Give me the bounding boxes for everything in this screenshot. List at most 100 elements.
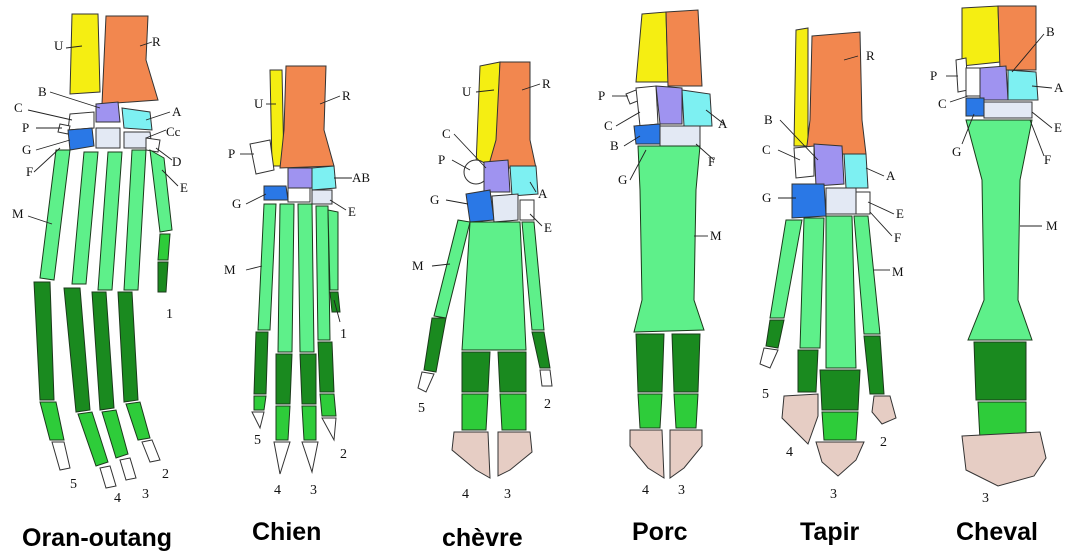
carpal-g <box>264 186 288 200</box>
radius-bone <box>998 6 1036 70</box>
digit-number: 3 <box>982 491 989 506</box>
phalanx-4-proximal <box>636 334 664 392</box>
label-cc: Cc <box>166 124 181 139</box>
phalanx-5-proximal <box>34 282 54 400</box>
metacarpal-2 <box>124 150 146 290</box>
panel-chevre: U R C P A G E M 5 4 3 2 chèvre <box>412 62 552 552</box>
label-r: R <box>866 48 875 63</box>
ulna-bone <box>636 12 668 82</box>
claw-5 <box>760 348 778 368</box>
label-a: A <box>1054 80 1064 95</box>
phalanx-4-middle <box>462 394 488 430</box>
phalanx-3-proximal <box>974 342 1026 400</box>
metacarpal-1 <box>328 210 338 290</box>
carpal-a <box>682 90 712 126</box>
carpal-e <box>826 188 856 214</box>
hoof-4 <box>782 394 818 444</box>
phalanx-5-middle <box>40 402 64 440</box>
phalanx-3-proximal <box>672 334 700 392</box>
label-g: G <box>430 192 439 207</box>
phalanx-2-middle <box>320 394 336 416</box>
phalanx-3-middle <box>102 410 128 458</box>
carpal-e <box>312 190 332 204</box>
digit-number: 5 <box>762 387 769 402</box>
carpal-p <box>250 140 274 174</box>
phalanx-4-middle <box>78 412 108 466</box>
digit-number: 5 <box>254 433 261 448</box>
phalanx-4-proximal <box>276 354 292 404</box>
panel-chien: U R P AB G E M 1 5 4 3 2 Chien <box>224 66 370 546</box>
panel-cheval: B P A C E G F M 3 Cheval <box>930 6 1064 546</box>
label-c: C <box>14 100 23 115</box>
digit-number: 5 <box>70 477 77 492</box>
claw-2 <box>322 418 336 440</box>
phalanx-1-proximal <box>158 234 170 260</box>
radius-bone <box>280 66 334 168</box>
label-e: E <box>1054 120 1062 135</box>
digit-number: 4 <box>786 445 793 460</box>
label-m: M <box>12 206 24 221</box>
carpal-c <box>484 160 510 192</box>
radius-bone <box>806 32 866 154</box>
carpal-e <box>96 128 120 148</box>
carpal-a <box>510 166 538 196</box>
label-ab: AB <box>352 170 370 185</box>
label-g: G <box>952 144 961 159</box>
panel-title: Cheval <box>956 518 1038 546</box>
ulna-bone <box>962 6 1000 66</box>
phalanx-4-proximal <box>64 288 90 412</box>
phalanx-4-proximal <box>798 350 818 392</box>
metacarpal-3 <box>826 216 856 368</box>
label-a: A <box>538 186 548 201</box>
label-m: M <box>412 258 424 273</box>
phalanx-2-middle <box>126 402 150 440</box>
hoof-3 <box>816 442 864 476</box>
label-f: F <box>894 230 901 245</box>
label-u: U <box>462 84 472 99</box>
label-a: A <box>886 168 896 183</box>
label-f: F <box>1044 152 1051 167</box>
carpal-c <box>68 112 94 130</box>
label-e: E <box>180 180 188 195</box>
label-c: C <box>938 96 947 111</box>
metacarpal-4 <box>800 218 824 348</box>
carpal-g <box>792 184 826 218</box>
claw-4 <box>274 442 290 474</box>
digit-number: 3 <box>504 487 511 502</box>
digit-number: 5 <box>418 401 425 416</box>
digit-number: 4 <box>114 491 121 506</box>
label-e: E <box>544 220 552 235</box>
carpal-b <box>814 144 844 186</box>
carpal-g <box>68 128 94 150</box>
phalanx-2-proximal <box>532 332 550 368</box>
carpal-white <box>288 188 310 202</box>
digit-number: 2 <box>880 435 887 450</box>
carpal-a <box>844 154 868 188</box>
label-a: A <box>718 116 728 131</box>
claw-5 <box>418 372 434 392</box>
digit-number: 4 <box>642 483 649 498</box>
metacarpal-5 <box>258 204 276 330</box>
metacarpal-3-4 <box>634 146 704 332</box>
carpal-f <box>856 192 870 214</box>
panel-tapir: R B C A G E F M 5 4 3 2 Tapir <box>760 28 904 546</box>
label-e: E <box>348 204 356 219</box>
label-p: P <box>438 152 445 167</box>
hoof-3 <box>498 432 532 476</box>
ulna-bone <box>70 14 100 94</box>
hoof-3 <box>962 432 1046 486</box>
digit-number: 4 <box>274 483 281 498</box>
phalanx-2-distal <box>142 440 160 462</box>
label-g: G <box>762 190 771 205</box>
phalanx-3-middle <box>674 394 698 428</box>
label-r: R <box>542 76 551 91</box>
label-p: P <box>598 88 605 103</box>
panel-title: Chien <box>252 518 321 546</box>
phalanx-2-distal <box>540 370 552 386</box>
phalanx-2-proximal <box>118 292 138 402</box>
carpal-b <box>656 86 682 124</box>
carpal-e <box>984 102 1032 118</box>
digit-number: 3 <box>830 487 837 502</box>
label-p: P <box>22 120 29 135</box>
